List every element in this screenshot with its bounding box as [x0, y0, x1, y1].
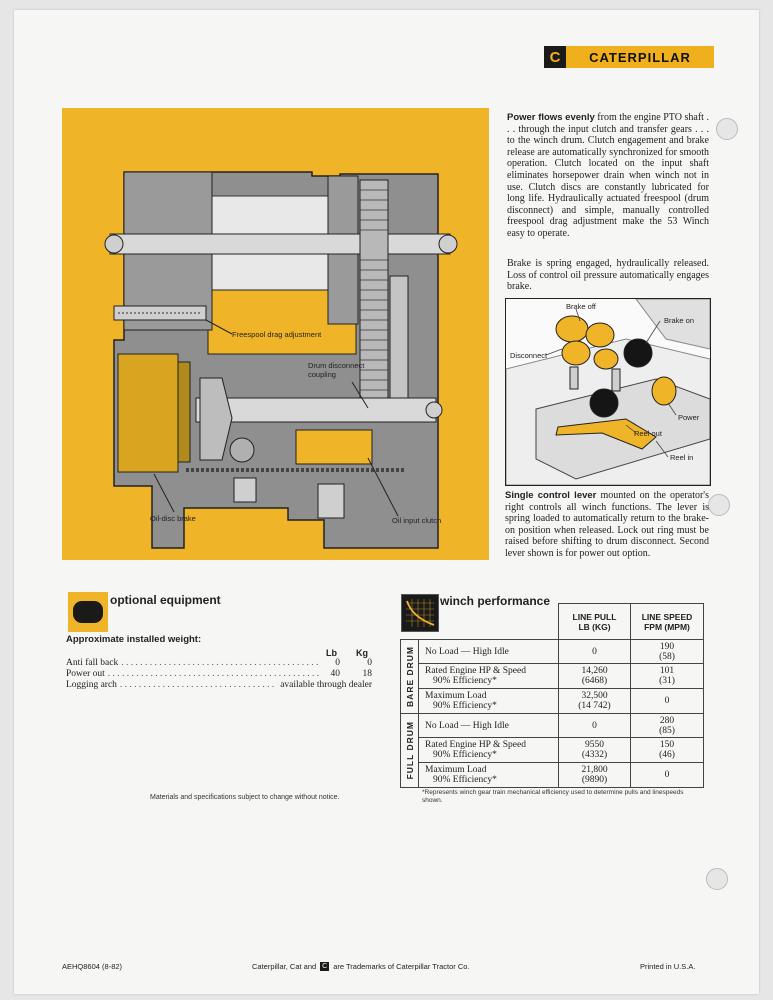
- disclaimer: Materials and specifications subject to …: [150, 794, 340, 801]
- optional-equipment-icon: [68, 592, 108, 632]
- photo-label-brake-off: Brake off: [566, 302, 596, 311]
- brand-name: CATERPILLAR: [589, 49, 691, 65]
- intro-text: from the engine PTO shaft . . . through …: [507, 112, 709, 239]
- caterpillar-logo: C CATERPILLAR: [544, 46, 714, 68]
- cell-line-pull: 14,260(6468): [558, 663, 631, 689]
- option-row: Logging arch . . . . . . . . . . . . . .…: [66, 680, 372, 691]
- cell-line-speed: 190(58): [630, 639, 704, 664]
- winch-performance-icon: [401, 594, 439, 632]
- cell-line-pull: 0: [558, 713, 631, 738]
- document-code: AEHQ8604 (8-82): [62, 962, 123, 971]
- lever-paragraph: Single control lever mounted on the oper…: [505, 490, 709, 560]
- lever-text: mounted on the operator's right controls…: [505, 490, 709, 559]
- binder-hole-top: [716, 118, 738, 140]
- optional-equipment-subtitle: Approximate installed weight:: [66, 634, 202, 645]
- col-header-line-pull: LINE PULL LB (KG): [558, 603, 631, 640]
- cell-line-speed: 0: [630, 688, 704, 714]
- photo-label-reel-out: Reel out: [634, 429, 662, 438]
- performance-footnote: *Represents winch gear train mechanical …: [422, 789, 684, 804]
- performance-graph-icon: [406, 599, 435, 627]
- winch-performance-title: winch performance: [440, 594, 551, 608]
- option-name: Power out: [66, 669, 105, 679]
- option-name: Anti fall back: [66, 658, 119, 668]
- intro-paragraph: Power flows evenly from the engine PTO s…: [507, 112, 709, 240]
- winch-cutaway-icon: [104, 171, 458, 549]
- row-label: No Load — High Idle: [418, 639, 559, 664]
- cat-mark-icon: C: [320, 962, 330, 971]
- option-lb: 40: [330, 669, 341, 679]
- photo-label-power: Power: [678, 413, 700, 422]
- dot-leader: . . . . . . . . . . . . . . . . . . . . …: [107, 669, 321, 679]
- winch-performance-table: LINE PULL LB (KG) LINE SPEED FPM (MPM) B…: [400, 603, 704, 788]
- group-label-bare-drum: BARE DRUM: [400, 639, 419, 714]
- optional-equipment-title: optional equipment: [110, 593, 221, 607]
- option-kg: 18: [362, 669, 373, 679]
- option-row: Power out . . . . . . . . . . . . . . . …: [66, 669, 372, 680]
- label-drum-disconnect: Drum disconnect coupling: [308, 361, 365, 379]
- cell-line-speed: 150(46): [630, 737, 704, 763]
- binder-hole-bottom: [706, 868, 728, 890]
- cell-line-pull: 32,500(14 742): [558, 688, 631, 714]
- brake-paragraph: Brake is spring engaged, hydraulically r…: [507, 258, 709, 293]
- printed-in: Printed in U.S.A.: [640, 962, 696, 971]
- trademark-pre: Caterpillar, Cat and: [252, 962, 317, 971]
- group-label-full-drum: FULL DRUM: [400, 713, 419, 788]
- dot-leader: . . . . . . . . . . . . . . . . . . . . …: [119, 680, 278, 690]
- option-kg: 0: [367, 658, 372, 668]
- label-oil-disc-brake: Oil-disc brake: [150, 514, 196, 523]
- intro-lead: Power flows evenly: [507, 112, 595, 123]
- binder-hole-middle: [708, 494, 730, 516]
- optional-equipment-list: Anti fall back . . . . . . . . . . . . .…: [66, 658, 372, 691]
- trademark-notice: Caterpillar, Cat and C are Trademarks of…: [252, 962, 470, 971]
- dot-leader: . . . . . . . . . . . . . . . . . . . . …: [121, 658, 321, 668]
- row-label: No Load — High Idle: [418, 713, 559, 738]
- cat-logo-icon: C: [544, 46, 566, 68]
- label-oil-input-clutch: Oil input clutch: [392, 516, 442, 525]
- winch-cutaway-diagram: Freespool drag adjustment Drum disconnec…: [62, 108, 489, 560]
- control-lever-icon: [506, 299, 710, 485]
- option-row: Anti fall back . . . . . . . . . . . . .…: [66, 658, 372, 669]
- col-header-line-speed: LINE SPEED FPM (MPM): [630, 603, 704, 640]
- blank-header-cell: [401, 604, 559, 640]
- cell-line-speed: 280(85): [630, 713, 704, 738]
- lever-lead: Single control lever: [505, 490, 597, 501]
- cell-line-pull: 0: [558, 639, 631, 664]
- cell-line-pull: 9550(4332): [558, 737, 631, 763]
- cell-line-speed: 101(31): [630, 663, 704, 689]
- option-lb: 0: [335, 658, 340, 668]
- col-kg-header: Kg: [356, 648, 368, 658]
- option-name: Logging arch: [66, 680, 117, 690]
- equipment-silhouette-icon: [73, 601, 103, 623]
- photo-label-disconnect: Disconnect: [510, 351, 548, 360]
- photo-label-brake-on: Brake on: [664, 316, 695, 325]
- col-lb-header: Lb: [326, 648, 337, 658]
- trademark-post: are Trademarks of Caterpillar Tractor Co…: [333, 962, 470, 971]
- cell-line-speed: 0: [630, 762, 704, 788]
- cell-line-pull: 21,800(9890): [558, 762, 631, 788]
- control-lever-photo: Brake off Brake on Disconnect Power Reel…: [505, 298, 711, 486]
- label-freespool: Freespool drag adjustment: [232, 330, 322, 339]
- option-note: available through dealer: [280, 680, 372, 690]
- photo-label-reel-in: Reel in: [670, 453, 694, 462]
